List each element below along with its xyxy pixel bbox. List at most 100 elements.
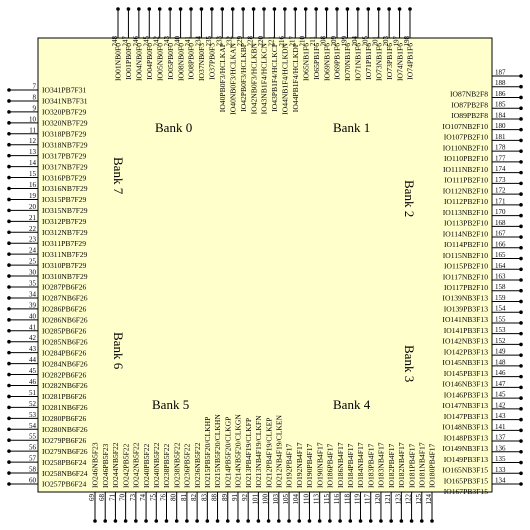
pin-terminal	[256, 519, 261, 523]
pin-label: IO145NB3F13	[442, 358, 488, 367]
pin-number: 120	[374, 494, 382, 505]
pin-number: 220	[257, 36, 265, 47]
pin-terminal	[324, 7, 329, 11]
pin-number: 52	[29, 400, 37, 408]
pin-terminal	[519, 428, 523, 433]
pin-terminal	[7, 394, 11, 399]
pin-terminal	[7, 241, 11, 246]
pin-number: 164	[495, 262, 506, 270]
pin-number: 82	[190, 494, 198, 502]
pin-number: 15	[29, 170, 37, 178]
pin-label: IO215NB5F20/CLKHN	[213, 414, 222, 488]
pin-number: 13	[29, 148, 37, 156]
pin-number: 159	[495, 294, 506, 302]
pin-terminal	[519, 288, 523, 293]
pin-label: IO40NB0F3/HCLKAN	[228, 42, 237, 114]
pin-number: 217	[288, 36, 296, 47]
pin-number: 19	[29, 192, 37, 200]
pin-number: 56	[29, 444, 37, 452]
pin-terminal	[144, 519, 148, 523]
pin-label: IO184NB4F17	[356, 442, 365, 488]
pin-terminal	[387, 7, 391, 11]
pin-label: IO317PB7F29	[42, 151, 87, 160]
pin-label: IO04NB0F0	[135, 43, 144, 81]
pin-number: 248	[111, 36, 119, 47]
pin-number: 43	[29, 345, 37, 353]
pin-terminal	[116, 7, 120, 11]
pin-label: IO320NB7F29	[42, 119, 88, 128]
pin-terminal	[366, 7, 371, 11]
pin-number: 117	[364, 494, 372, 505]
pin-terminal	[519, 84, 523, 89]
pin-label: IO89PB2F8	[451, 111, 488, 120]
pin-label: IO147PB3F13	[444, 412, 489, 421]
pin-terminal	[241, 7, 245, 11]
pin-label: IO112NB2F10	[443, 186, 488, 195]
pin-label: IO244NB5F22	[111, 442, 120, 488]
pin-label: IO240NB5F22	[152, 442, 161, 488]
pin-label: IO114PB2F10	[444, 240, 488, 249]
pin-label: IO287PB6F26	[42, 283, 87, 292]
pin-number: 41	[29, 323, 37, 331]
pin-label: IO44PB1F4/HCLKDP	[291, 43, 300, 112]
pin-number: 167	[495, 230, 506, 238]
pin-terminal	[519, 74, 523, 78]
pin-label: IO286PB6F26	[42, 305, 87, 314]
pin-number: 177	[495, 154, 506, 162]
pin-label: IO69NB1F6	[322, 43, 331, 81]
pin-terminal	[283, 7, 287, 11]
pin-terminal	[356, 7, 360, 11]
pin-label: IO08PB0F0	[187, 43, 196, 80]
pin-number: 181	[495, 133, 506, 141]
pin-number: 180	[495, 122, 506, 130]
pin-terminal	[519, 374, 523, 379]
pin-terminal	[189, 7, 193, 11]
pin-label: IO316NB7F29	[42, 184, 88, 193]
pin-number: 201	[372, 36, 380, 47]
pin-terminal	[7, 164, 11, 169]
pin-terminal	[519, 353, 523, 357]
pin-number: 8	[33, 93, 37, 101]
pin-terminal	[389, 519, 393, 523]
pin-terminal	[345, 7, 350, 11]
pin-terminal	[399, 519, 404, 523]
pin-terminal	[164, 519, 169, 523]
pin-number: 247	[121, 36, 129, 47]
pin-label: IO317NB7F29	[42, 162, 88, 171]
pin-number: 145	[495, 391, 506, 399]
pin-label: IO238PB5F22	[162, 443, 171, 488]
pin-number: 121	[384, 494, 392, 505]
pin-terminal	[519, 385, 523, 390]
pin-label: IO113PB2F10	[444, 219, 488, 228]
pin-terminal	[338, 519, 342, 523]
pin-terminal	[519, 331, 523, 336]
